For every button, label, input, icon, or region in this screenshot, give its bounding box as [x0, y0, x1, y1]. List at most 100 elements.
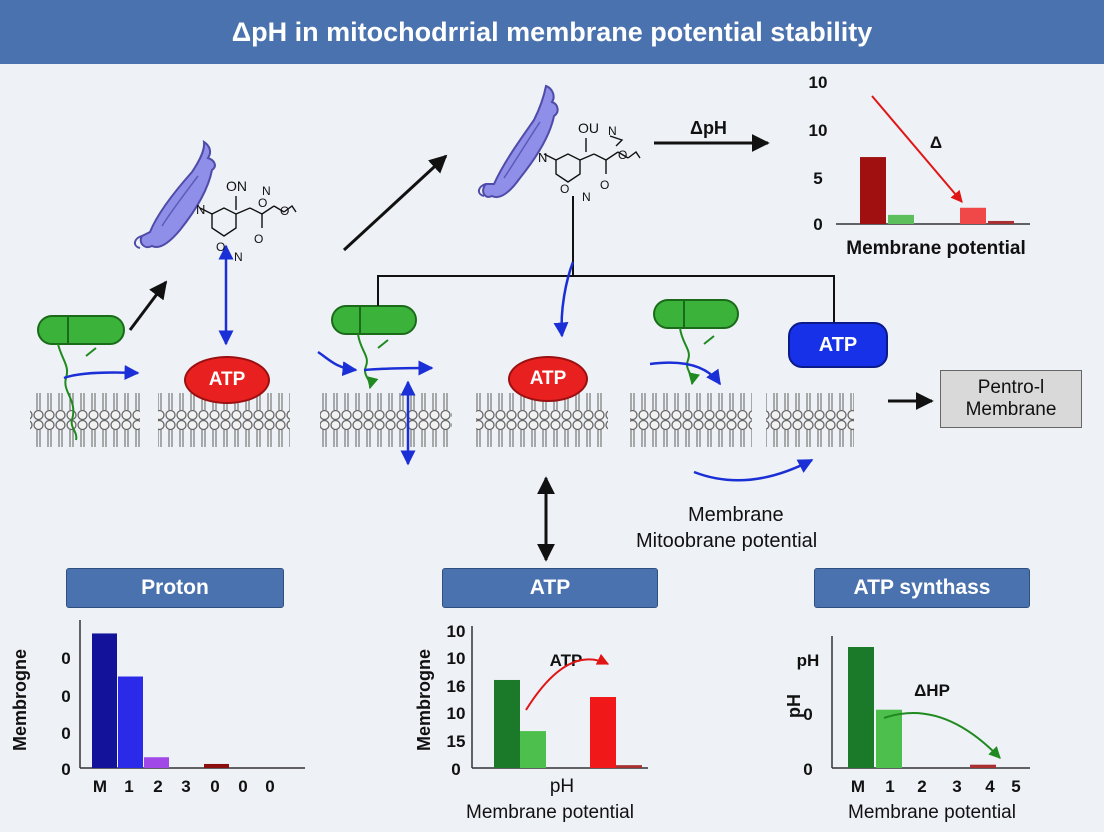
chart-bar	[204, 763, 229, 768]
section-header-atp-synthass: ATP synthass	[814, 568, 1030, 608]
green-protein-2	[331, 305, 417, 390]
chart-tick-label: 10	[447, 704, 466, 723]
chart-bar	[860, 157, 886, 224]
chart-category-label: 3	[952, 777, 961, 796]
chart-annotation-arrow	[525, 653, 610, 711]
chart-x-text: pH	[550, 776, 574, 797]
blue-arrow	[317, 350, 358, 377]
membrane-segment	[320, 392, 452, 452]
chart-bar	[520, 731, 546, 768]
section-header-atp: ATP	[442, 568, 658, 608]
chart-annotation: ATP	[550, 651, 583, 670]
molecule-label: O	[254, 232, 264, 246]
molecule-label: N	[582, 190, 591, 204]
chart-tick-label: 0	[61, 649, 70, 668]
chart-category-label: 0	[265, 777, 274, 796]
chart-bar	[848, 647, 874, 768]
molecule-label: N	[608, 124, 617, 138]
atp-oval: ATP	[184, 356, 270, 404]
molecule-label: O	[258, 196, 268, 210]
pentro-box-line: Membrane	[965, 399, 1057, 420]
molecule-label: N	[262, 184, 271, 198]
molecule-right	[543, 135, 641, 183]
chart-annotation-arrow	[883, 712, 1001, 759]
molecule-left	[199, 196, 297, 237]
molecule-label: O	[280, 204, 290, 218]
connector-line	[377, 275, 835, 322]
chart-category-label: 2	[917, 777, 926, 796]
chart-y-label: Membrogne	[10, 649, 30, 751]
chart-category-label: 5	[1011, 777, 1020, 796]
chart-tick-label: 10	[447, 622, 466, 641]
chart-tick-label: 0	[803, 760, 812, 779]
chart-category-label: 4	[985, 777, 995, 796]
blue-arrow	[649, 361, 722, 386]
membrane-segment	[630, 392, 752, 452]
chart-tick-label: 10	[809, 73, 828, 92]
chart-bar	[118, 676, 143, 768]
chart-tick-label: 0	[61, 760, 70, 779]
chart-tick-label: 0	[803, 705, 812, 724]
chart-tick-label: 5	[813, 169, 822, 188]
membrane-segment	[766, 392, 854, 452]
chart-bar	[616, 765, 642, 768]
chart-category-label: 2	[153, 777, 162, 796]
chart-bar	[876, 709, 902, 768]
molecule-label: O	[618, 148, 628, 162]
membrane-segment	[476, 392, 608, 452]
molecule-label: ON	[226, 178, 247, 194]
chart-category-label: 1	[124, 777, 133, 796]
chart-category-label: 0	[210, 777, 219, 796]
chart-tick-label: 0	[61, 687, 70, 706]
molecule-label: N	[538, 150, 548, 165]
green-protein-3	[653, 299, 739, 386]
atp-oval: ATP	[508, 356, 588, 402]
chart-bar	[144, 757, 169, 768]
purple-protein-right	[478, 84, 559, 198]
chart-tick-label: 15	[447, 732, 466, 751]
molecule-label: N	[196, 202, 206, 217]
blue-arrow	[693, 458, 814, 482]
chart-bar	[960, 207, 986, 224]
arrow	[342, 154, 448, 252]
blue-arrow	[63, 365, 140, 381]
membrane-caption: Membrane	[688, 504, 784, 526]
chart-bar	[888, 214, 914, 224]
chart-annotation: Δ	[930, 133, 942, 152]
page-title: ΔpH in mitochodrrial membrane potential …	[0, 0, 1104, 64]
pentro-box-line: Pentro-l	[977, 377, 1045, 398]
molecule-label: O	[600, 178, 610, 192]
molecule-label: O	[216, 240, 226, 254]
chart-tick-label: pH	[797, 651, 820, 670]
dph-label: ΔpH	[690, 118, 727, 138]
chart-tick-label: 0	[813, 215, 822, 234]
chart-x-label: Membrane potential	[466, 802, 634, 823]
chart-tick-label: 0	[451, 760, 460, 779]
chart-tick-label: 10	[809, 121, 828, 140]
chart-category-label: 3	[181, 777, 190, 796]
chart-x-label: Membrane potential	[846, 238, 1025, 259]
green-protein-1	[37, 315, 125, 441]
pentro-membrane-box: Pentro-l Membrane	[940, 370, 1082, 428]
chart-bar	[92, 633, 117, 768]
chart-annotation: ΔHP	[914, 681, 950, 700]
chart-category-label: M	[93, 777, 107, 796]
chart-tick-label: 0	[61, 724, 70, 743]
chart-tick-label: 10	[447, 649, 466, 668]
membrane-caption: Mitoobrane potential	[636, 530, 818, 552]
chart-bar	[494, 679, 520, 768]
molecule-label: N	[234, 250, 243, 264]
chart-x-label: Membrane potential	[848, 802, 1016, 823]
blue-arrow	[363, 360, 434, 376]
membrane-segment	[30, 392, 140, 452]
membrane-segments	[30, 392, 854, 452]
chart-category-label: 1	[885, 777, 894, 796]
chart-category-label: M	[851, 777, 865, 796]
section-header-proton: Proton	[66, 568, 284, 608]
arrow	[128, 280, 168, 331]
chart-bar	[988, 220, 1014, 224]
chart-annotation-arrow	[871, 95, 963, 203]
purple-protein-left	[134, 139, 216, 249]
